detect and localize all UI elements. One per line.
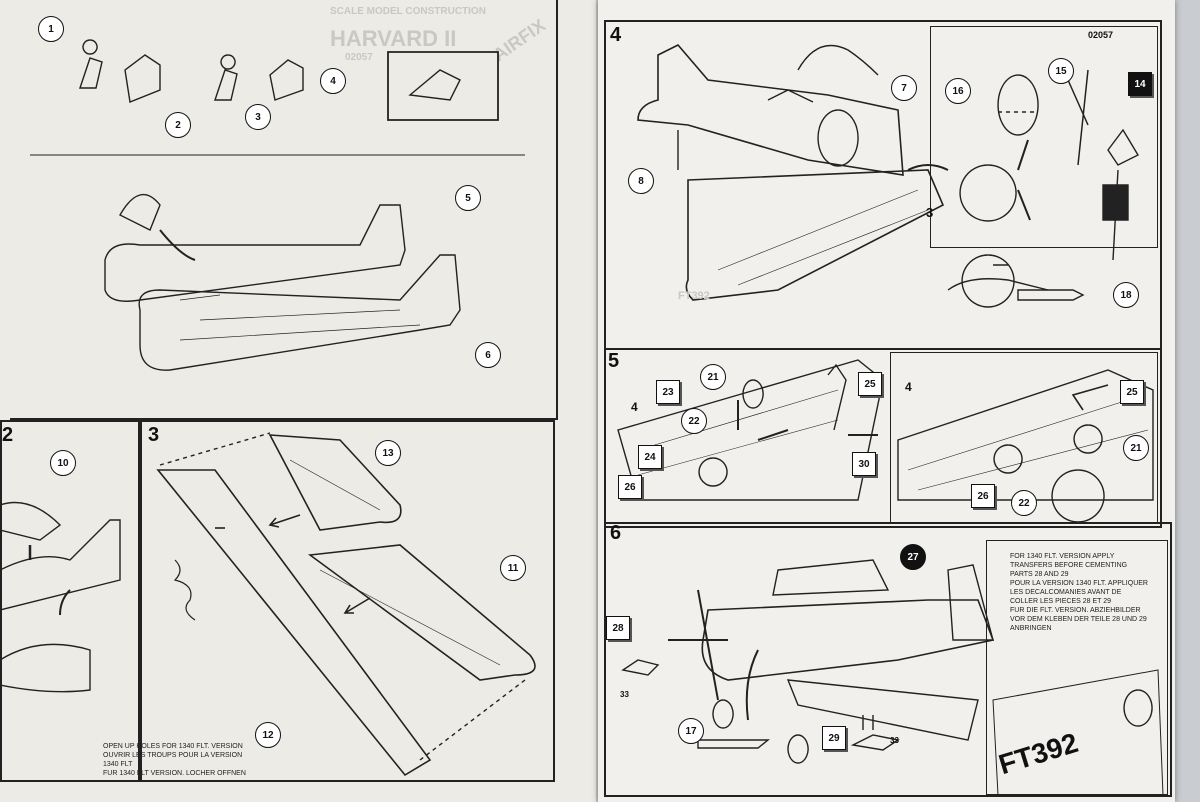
right-line-art xyxy=(617,44,1164,796)
callout-part-4: 4 xyxy=(320,68,346,94)
callout-part-29: 29 xyxy=(822,726,846,750)
note-line: TRANSFERS BEFORE CEMENTING xyxy=(1010,562,1128,569)
sub-part-33-a: 33 xyxy=(620,690,629,699)
callout-part-12: 12 xyxy=(255,722,281,748)
note-line: OUVRIR LES TROUPS POUR LA VERSION xyxy=(103,752,243,759)
canopy xyxy=(772,559,890,596)
right-page: 02057 4 5 6 xyxy=(598,0,1175,802)
callout-part-30: 30 xyxy=(852,452,876,476)
callout-part-18: 18 xyxy=(1113,282,1139,308)
callout-part-6: 6 xyxy=(475,342,501,368)
callout-part-25-b: 25 xyxy=(1120,380,1144,404)
seat-2 xyxy=(124,54,161,103)
step4-wing xyxy=(685,169,945,301)
left-line-art xyxy=(0,39,536,777)
upper-wing-right xyxy=(307,544,536,681)
callout-part-11: 11 xyxy=(500,555,526,581)
faded-header: SCALE MODEL CONSTRUCTION xyxy=(330,6,486,17)
callout-part-21-a: 21 xyxy=(700,364,726,390)
callout-part-23: 23 xyxy=(656,380,680,404)
note-line: VOR DEM KLEBEN DER TEILE 28 UND 29 xyxy=(1010,616,1147,623)
step5-number: 5 xyxy=(608,350,620,372)
callout-part-22-a: 22 xyxy=(681,408,707,434)
callout-part-10: 10 xyxy=(50,450,76,476)
faded-code: 02057 xyxy=(345,52,373,63)
callout-part-22-b: 22 xyxy=(1011,490,1037,516)
note-line: FOR 1340 FLT. VERSION APPLY xyxy=(1010,553,1115,560)
note-line: POUR LA VERSION 1340 FLT. APPLIQUER xyxy=(1010,580,1148,587)
step4-fuselage xyxy=(637,44,904,176)
faded-serial: FT392 xyxy=(678,290,710,302)
lower-wing xyxy=(156,469,432,777)
step5-panel xyxy=(604,348,1162,528)
callout-part-1: 1 xyxy=(38,16,64,42)
callout-part-26-a: 26 xyxy=(618,475,642,499)
step4-inset-panel xyxy=(930,26,1158,248)
step2-number: 2 xyxy=(2,424,14,446)
note-line: FUR 1340 FLT VERSION. LOCHER OFFNEN xyxy=(103,770,246,777)
callout-part-21-b: 21 xyxy=(1123,435,1149,461)
pilot-figure xyxy=(79,39,103,89)
step6-fuselage xyxy=(701,599,995,681)
sub-part-33-b: 33 xyxy=(890,736,899,745)
callout-part-26-b: 26 xyxy=(971,484,995,508)
callout-part-7: 7 xyxy=(891,75,917,101)
ref-step-4-a: 4 xyxy=(631,400,638,414)
step3-number: 3 xyxy=(148,424,160,446)
callout-part-8: 8 xyxy=(628,168,654,194)
faded-title: HARVARD II xyxy=(330,26,457,51)
note-line: 1340 FLT xyxy=(103,761,133,768)
callout-part-17: 17 xyxy=(678,718,704,744)
callout-part-24: 24 xyxy=(638,445,662,469)
note-line: PARTS 28 AND 29 xyxy=(1010,571,1069,578)
callout-part-2: 2 xyxy=(165,112,191,138)
callout-part-13: 13 xyxy=(375,440,401,466)
step1-panel xyxy=(10,0,558,420)
note-line: OPEN UP HOLES FOR 1340 FLT. VERSION xyxy=(103,743,243,750)
ref-step-4-b: 4 xyxy=(905,380,912,394)
callout-part-27: 27 xyxy=(900,544,926,570)
note-line: ANBRINGEN xyxy=(1010,625,1052,632)
note-line: LES DECALCOMANIES AVANT DE xyxy=(1010,589,1122,596)
callout-part-16: 16 xyxy=(945,78,971,104)
callout-part-28: 28 xyxy=(606,616,630,640)
ref-step-3: 3 xyxy=(926,205,934,220)
callout-part-25-a: 25 xyxy=(858,372,882,396)
left-page: SCALE MODEL CONSTRUCTION HARVARD II 0205… xyxy=(0,0,598,802)
step3-panel xyxy=(140,420,555,782)
transfers-note: FOR 1340 FLT. VERSION APPLY TRANSFERS BE… xyxy=(1010,552,1148,633)
callout-part-3: 3 xyxy=(245,104,271,130)
note-line: FUR DIE FLT. VERSION. ABZIEHBILDER xyxy=(1010,607,1141,614)
upper-wing-left xyxy=(268,434,402,531)
callout-part-15: 15 xyxy=(1048,58,1074,84)
step4-number: 4 xyxy=(610,24,622,46)
open-holes-note: OPEN UP HOLES FOR 1340 FLT. VERSION OUVR… xyxy=(103,742,246,778)
step6-panel xyxy=(604,522,1172,797)
callout-part-5: 5 xyxy=(455,185,481,211)
note-line: COLLER LES PIECES 28 ET 29 xyxy=(1010,598,1112,605)
product-code: 02057 xyxy=(1088,30,1114,40)
step2-panel xyxy=(0,420,140,782)
callout-part-14: 14 xyxy=(1128,72,1152,96)
step6-number: 6 xyxy=(610,522,622,544)
